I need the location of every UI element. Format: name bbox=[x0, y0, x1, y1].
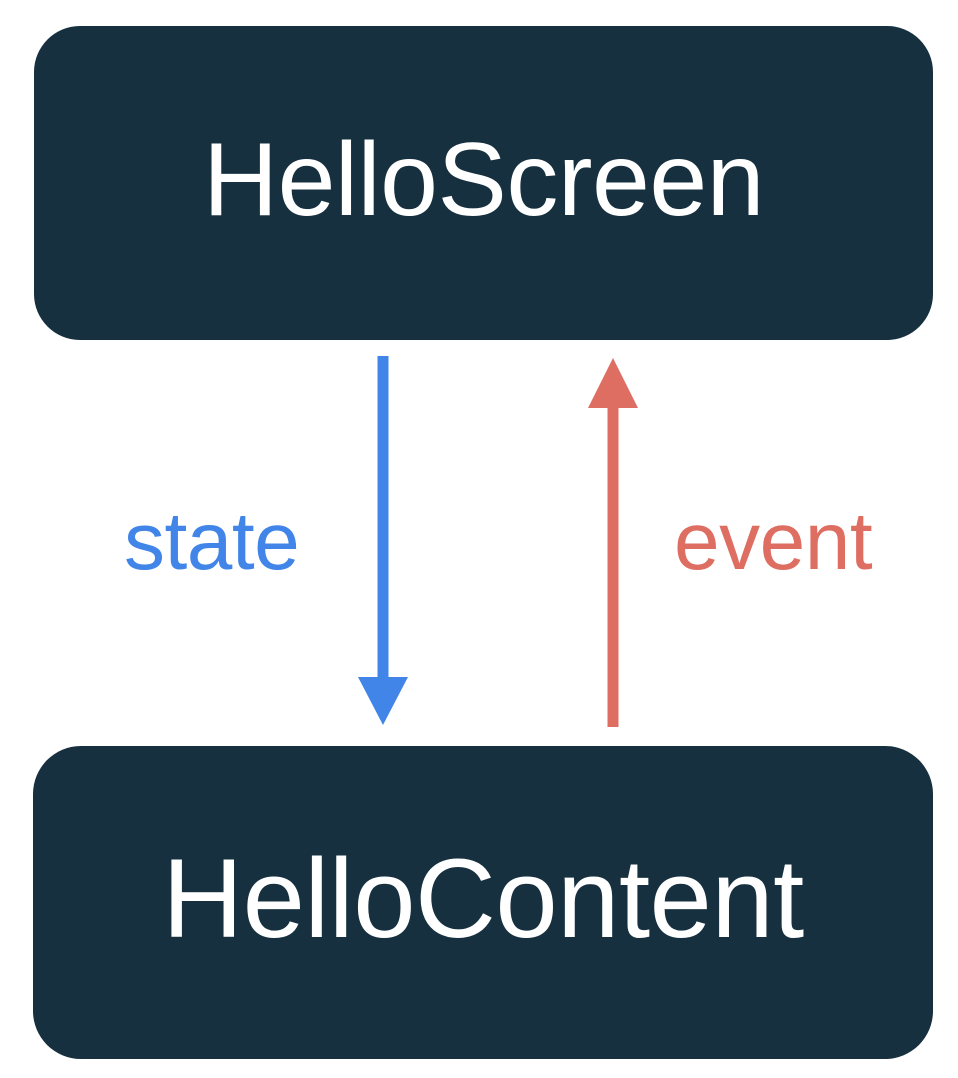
arrow-event-up bbox=[588, 358, 638, 727]
node-hello-content-label: HelloContent bbox=[162, 835, 804, 961]
node-hello-screen[interactable]: HelloScreen bbox=[34, 26, 933, 340]
arrow-event-head bbox=[588, 358, 638, 408]
node-hello-content[interactable]: HelloContent bbox=[33, 746, 933, 1059]
edge-label-event: event bbox=[674, 496, 873, 587]
arrow-state-head bbox=[358, 677, 408, 725]
edge-label-state: state bbox=[124, 496, 300, 587]
arrow-state-down bbox=[358, 356, 408, 725]
arrow-event-shaft bbox=[607, 406, 619, 727]
arrow-state-shaft bbox=[377, 356, 389, 681]
node-hello-screen-label: HelloScreen bbox=[202, 122, 765, 238]
arrow-event-geometry bbox=[588, 358, 638, 727]
arrow-state-geometry bbox=[358, 356, 408, 725]
